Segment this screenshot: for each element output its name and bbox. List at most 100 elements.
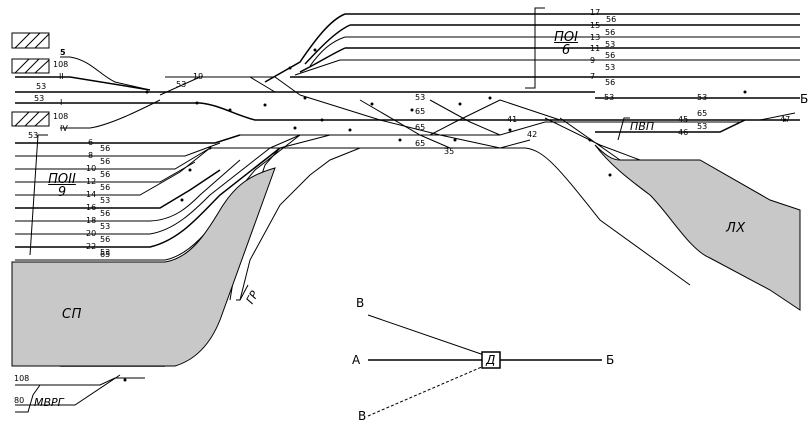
signals [123,48,787,382]
track-right-53b [595,119,746,133]
hatch-boxes [11,32,50,127]
track-47 [759,112,796,121]
legend-label-v-top: В [356,296,365,310]
btrack-6 [15,134,241,144]
label-65a: 65 [415,107,426,116]
track-35 [360,147,691,286]
lh-park-area [594,144,801,311]
po1-fraction: ПОI 6 [553,31,579,57]
track-11 [299,47,800,73]
label-len-9: 53 [605,63,616,72]
track-19 [165,76,301,96]
label-track-IV: IV [60,124,68,133]
btrack-20 [15,147,271,235]
label-blen-22: 53 [100,248,111,257]
po1-denominator: 6 [561,43,571,58]
btrack-18 [15,159,241,222]
label-len-7: 56 [605,78,616,87]
legend-label-a: А [352,353,361,367]
legend-label-d: Д [486,353,496,367]
sp-park-area [11,167,276,367]
label-track-108c: 108 [14,374,30,383]
label-btrack-18: 18 [86,216,97,225]
po1-numerator: ПОI [554,30,578,45]
label-track-53a: 53 [36,82,47,91]
label-track-9: 9 [590,56,596,65]
track-13 [309,36,800,67]
label-53-r3: 53 [697,122,708,131]
label-53-top: 53 [415,93,426,102]
track-II [15,76,151,91]
po2-fraction: ПОII 9 [46,173,78,199]
label-track-5: 5 [60,48,66,57]
btrack-14 [15,147,211,196]
label-blen-10: 56 [100,170,111,179]
label-blen-20: 56 [100,235,111,244]
label-41: 41 [507,115,518,124]
label-53-yard: 53 [176,80,187,89]
label-19: 19 [193,72,204,81]
label-blen-14: 53 [100,196,111,205]
junction-legend [367,314,602,417]
label-track-I: I [60,98,63,107]
label-btrack-12: 12 [86,177,97,186]
label-track-80: 80 [14,396,25,405]
label-42: 42 [527,130,538,139]
track-65-upper [240,121,595,136]
label-len-13: 53 [605,40,616,49]
label-53-r2: 53 [697,93,708,102]
label-btrack-10: 10 [86,164,97,173]
label-46: 46 [678,128,689,137]
label-53-r: 53 [604,93,615,102]
label-track-53b: 53 [34,94,45,103]
label-btrack-8: 8 [88,151,94,160]
label-btrack-14: 14 [86,190,97,199]
label-47: 47 [780,115,791,124]
label-blen-12: 56 [100,183,111,192]
label-blen-8: 56 [100,157,111,166]
label-track-15: 15 [590,21,601,30]
track-108-bottom [15,377,145,386]
track-17 [264,13,800,83]
po2-bracket [29,134,48,256]
track-9 [294,59,800,76]
label-btrack-16: 16 [86,203,97,212]
label-track-108a: 108 [53,60,69,69]
label-track-13: 13 [590,33,601,42]
gr-arrow [236,284,249,301]
track-right-diag [499,99,641,161]
label-blen-6: 56 [100,144,111,153]
btrack-22 [15,147,281,248]
label-blen-65: 65 [100,250,111,259]
label-park-pvp: ПВП [630,120,655,133]
legend-label-b: Б [606,353,615,367]
mid-diag-6 [269,134,301,149]
label-65-r: 65 [697,109,708,118]
btrack-10 [15,147,211,170]
label-btrack-20: 20 [86,229,97,238]
mid-diag-3 [429,99,501,136]
po2-denominator: 9 [57,185,67,200]
btrack-8 [15,142,221,157]
pvp-bracket [617,117,630,141]
label-65b: 65 [415,123,426,132]
btrack-16 [15,169,221,209]
mid-diag-4 [429,99,501,136]
label-track-7: 7 [590,72,596,81]
label-track-17: 17 [590,8,601,17]
yard-diag [159,76,276,96]
po2-numerator: ПОII [48,172,76,187]
mid-diag-1 [299,94,501,149]
legend-label-v-bottom: В [358,409,367,423]
label-35: 35 [444,147,455,156]
label-track-II: II [59,72,64,81]
label-direction-b: Б [800,92,809,106]
mvrg-bracket [15,384,41,413]
label-45: 45 [678,115,689,124]
label-track-53c: 53 [28,131,39,140]
label-park-mvrg: МВРГ [34,396,64,409]
label-blen-16: 56 [100,209,111,218]
label-park-lh: ЛХ [726,221,746,236]
po1-bracket [525,7,545,89]
